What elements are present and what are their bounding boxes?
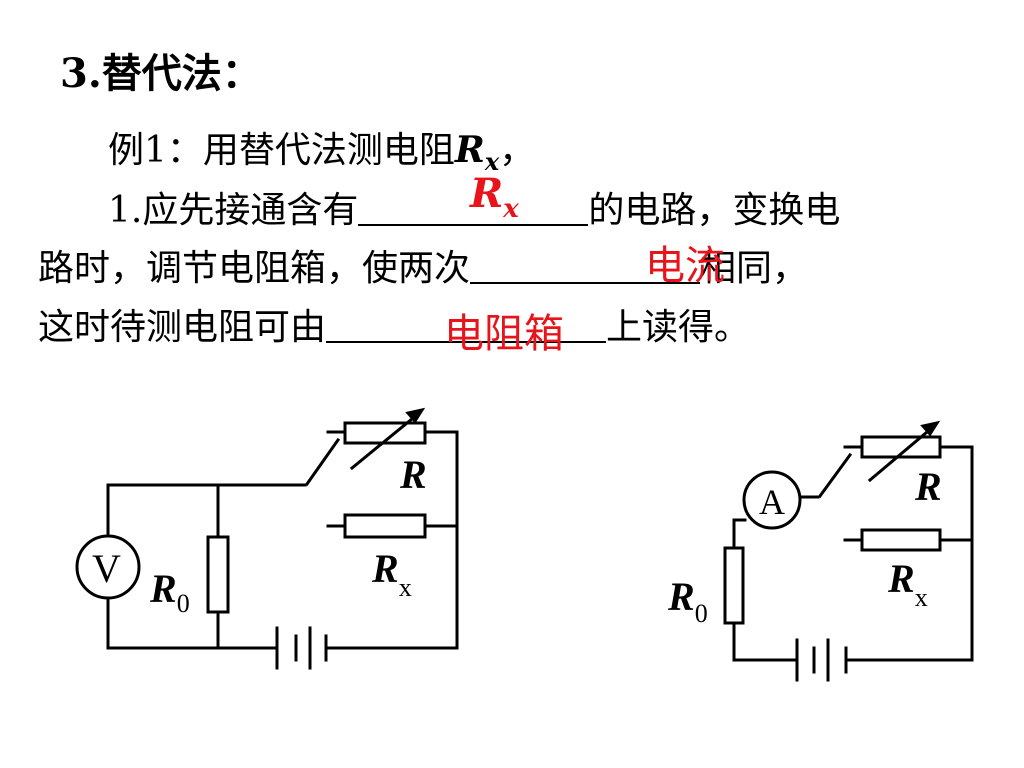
example-suffix: ， xyxy=(499,130,536,171)
right-bottom-wire-right xyxy=(846,445,974,662)
step-line-1: 1.应先接通含有 的电路，变换电 xyxy=(108,190,840,231)
step-line3-prefix: 这时待测电阻可由 xyxy=(38,307,327,348)
left-voltmeter xyxy=(75,534,141,600)
step-line3-suffix: 上读得。 xyxy=(606,307,751,348)
right-bottom-wire-left xyxy=(732,621,797,662)
step-line2-suffix: 相同， xyxy=(700,248,809,289)
right-ammeter xyxy=(742,470,802,530)
right-variable-arrow xyxy=(867,424,936,483)
example-line: 例1：用替代法测电阻Rx， xyxy=(108,130,535,182)
left-meter-label: V xyxy=(92,546,121,591)
section-heading: 3.替代法： xyxy=(60,52,262,96)
left-rx-label: Rx xyxy=(371,546,412,602)
left-arrow-head xyxy=(405,407,426,424)
left-variable-arrow xyxy=(349,411,421,471)
left-battery-wire-right xyxy=(326,430,459,650)
heading-text: 替代法： xyxy=(101,50,262,97)
answer-blank-1 xyxy=(358,190,589,226)
right-switch-blade xyxy=(817,452,853,499)
right-rx-label: Rx xyxy=(887,556,928,612)
left-r0-resistor xyxy=(206,535,230,614)
left-r0-label: R0 xyxy=(149,566,190,618)
step-line1-suffix: 的电路，变换电 xyxy=(588,190,841,231)
step-line2-prefix: 路时，调节电阻箱，使两次 xyxy=(38,248,471,289)
example-sub: x xyxy=(484,147,500,176)
right-rx-resistor xyxy=(860,528,942,552)
right-variable-resistor xyxy=(860,435,942,459)
right-arrow-head xyxy=(920,420,941,437)
answer-blank-2 xyxy=(470,248,701,284)
right-r-label: R xyxy=(914,464,942,509)
answer-1-sub: x xyxy=(503,194,519,224)
right-r0-top-wire xyxy=(732,518,747,550)
left-circuit xyxy=(75,407,459,670)
step-line-3: 这时待测电阻可由 上读得。 xyxy=(38,307,750,348)
right-r0-label: R0 xyxy=(667,574,708,628)
right-meter-label: A xyxy=(759,482,785,522)
answer-1-var: R xyxy=(470,170,504,217)
right-circuit xyxy=(723,420,974,682)
example-prefix: 例1：用替代法测电阻 xyxy=(108,130,455,171)
answer-1: Rx xyxy=(470,172,519,231)
left-r-label: R xyxy=(399,452,427,497)
left-switch-blade xyxy=(304,437,341,487)
left-battery xyxy=(275,626,328,670)
left-rx-resistor xyxy=(343,513,427,539)
answer-blank-3 xyxy=(326,307,607,343)
step-line1-prefix: 1.应先接通含有 xyxy=(108,190,359,231)
left-variable-resistor xyxy=(343,421,427,445)
answer-3: 电阻箱 xyxy=(444,311,564,357)
example-var: R xyxy=(454,129,485,171)
step-line-2: 路时，调节电阻箱，使两次 相同， xyxy=(38,248,808,289)
heading-number: 3. xyxy=(60,50,102,97)
answer-2: 电流 xyxy=(645,243,725,289)
right-battery xyxy=(795,638,848,682)
right-r0-resistor xyxy=(723,546,745,625)
